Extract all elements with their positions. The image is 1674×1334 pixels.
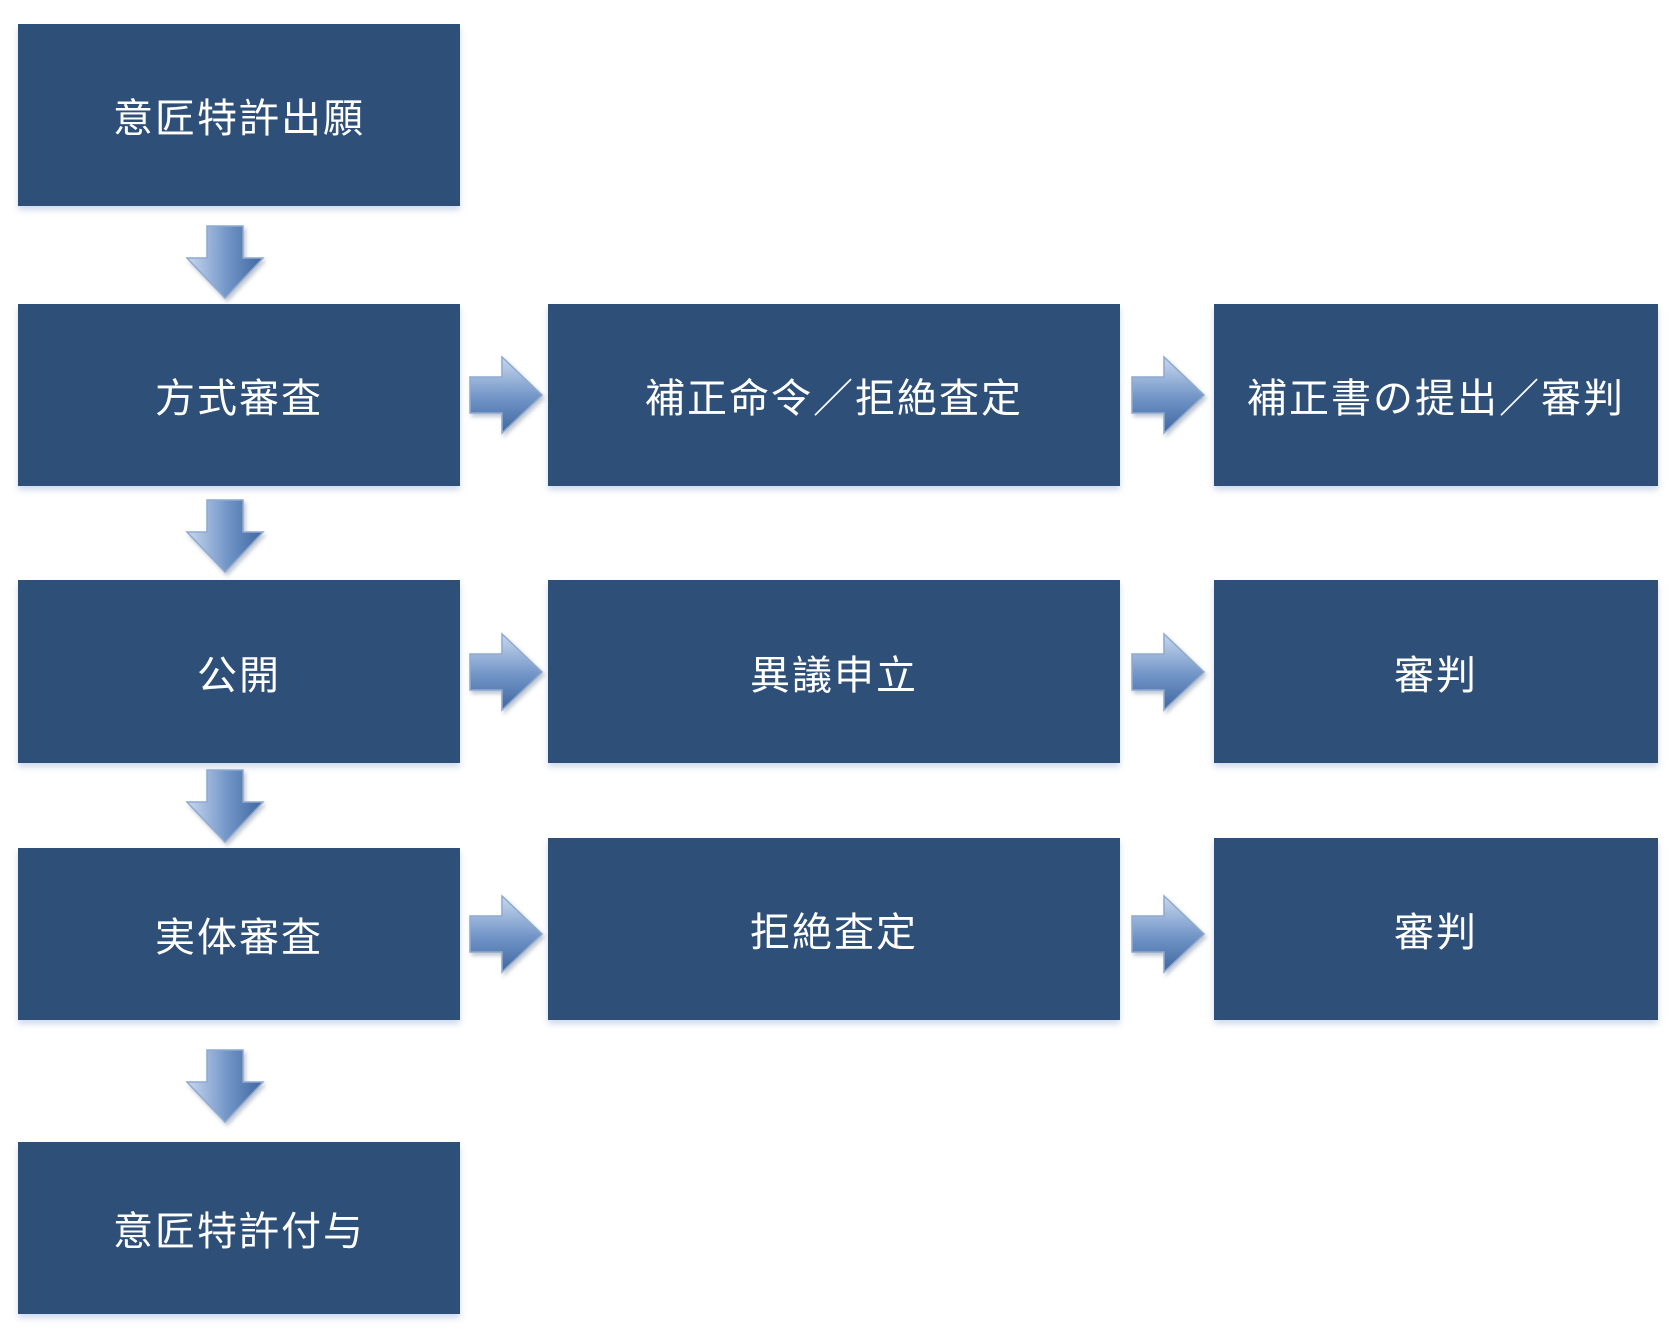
step-publication: 公開 — [18, 580, 460, 763]
arrow-right-icon — [466, 632, 546, 712]
step-amendment-submission-appeal: 補正書の提出／審判 — [1214, 304, 1658, 486]
arrow-down-icon — [185, 222, 265, 302]
arrow-right-icon — [1128, 355, 1208, 435]
step-rejection: 拒絶査定 — [548, 838, 1120, 1020]
arrow-down-icon — [185, 766, 265, 846]
arrow-right-icon — [1128, 632, 1208, 712]
arrow-right-icon — [1128, 894, 1208, 974]
step-grant: 意匠特許付与 — [18, 1142, 460, 1314]
step-appeal-rejection: 審判 — [1214, 838, 1658, 1020]
arrow-down-icon — [185, 496, 265, 576]
step-substantive-exam: 実体審査 — [18, 848, 460, 1020]
step-appeal-opposition: 審判 — [1214, 580, 1658, 763]
step-amendment-order-rejection: 補正命令／拒絶査定 — [548, 304, 1120, 486]
step-formality-exam: 方式審査 — [18, 304, 460, 486]
arrow-right-icon — [466, 355, 546, 435]
arrow-right-icon — [466, 894, 546, 974]
step-application: 意匠特許出願 — [18, 24, 460, 206]
step-opposition: 異議申立 — [548, 580, 1120, 763]
arrow-down-icon — [185, 1046, 265, 1126]
